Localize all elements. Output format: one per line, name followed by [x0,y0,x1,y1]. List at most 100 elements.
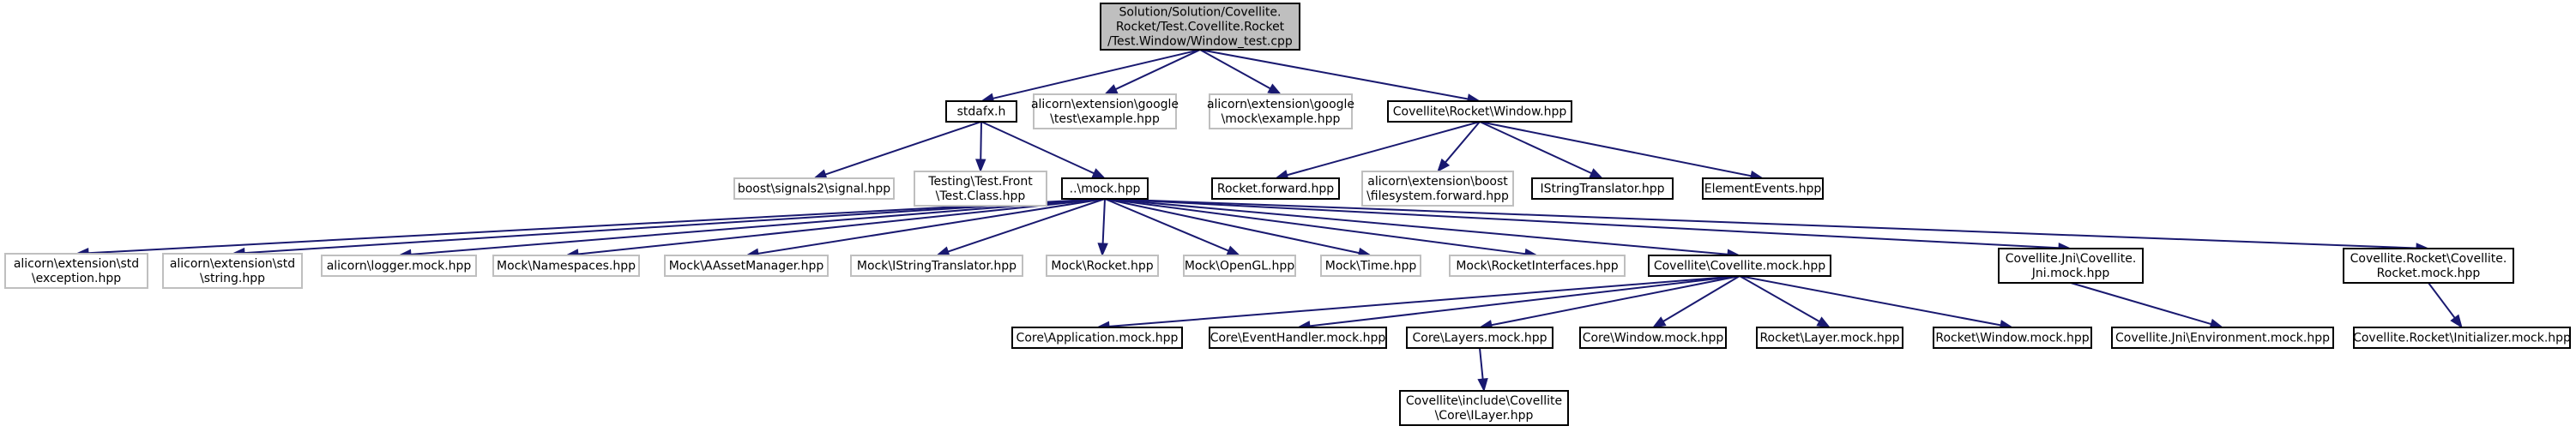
edge-rocket-mock-to-rocket-initializer-mock [2428,282,2463,329]
arrowhead [975,159,986,173]
edge-rocket-window-to-element-events [1479,121,1765,182]
node-core-layers-mock[interactable]: Core\Layers.mock.hpp [1406,327,1553,349]
node-box [1998,248,2144,284]
node-box [1209,327,1387,349]
node-rocket-forward[interactable]: Rocket.forward.hpp [1211,177,1340,200]
node-box [1933,327,2092,349]
node-boost-signal[interactable]: boost\signals2\signal.hpp [733,177,895,200]
node-box [850,255,1023,277]
node-std-string[interactable]: alicorn\extension\std\string.hpp [162,253,303,289]
edge-mock-to-covellite-mock [1104,198,1741,260]
node-root[interactable]: Solution/Solution/Covellite.Rocket/Test.… [1100,3,1300,51]
node-box [733,177,895,200]
node-label: Core\Window.mock.hpp [1583,332,1724,345]
node-rocket-mock[interactable]: Covellite.Rocket\Covellite.Rocket.mock.h… [2343,248,2514,284]
node-core-application-mock[interactable]: Core\Application.mock.hpp [1011,327,1183,349]
node-box [2353,327,2571,349]
node-logger-mock[interactable]: alicorn\logger.mock.hpp [321,255,477,277]
node-google-test-example[interactable]: alicorn\extension\google\test\example.hp… [1031,93,1179,129]
edge-line [410,198,1106,255]
node-box [2111,327,2334,349]
node-label: \test\example.hpp [1050,112,1160,126]
edge-line [1104,198,1526,255]
edge-line [1662,275,1740,322]
node-rocket-window[interactable]: Covellite\Rocket\Window.hpp [1387,100,1572,123]
node-label: Covellite\Rocket\Window.hpp [1393,105,1567,119]
node-label: Core\EventHandler.mock.hpp [1210,332,1386,345]
edge-mock-to-std-exception [75,198,1106,259]
edge-line [1104,198,2060,249]
arrowhead [1589,168,1604,179]
node-label: Mock\Rocket.hpp [1051,260,1153,273]
node-label: Core\Application.mock.hpp [1017,332,1179,345]
edge-line [947,198,1106,253]
arrowhead [1651,316,1667,328]
node-label: Rocket\Layer.mock.hpp [1759,332,1899,345]
node-label: \string.hpp [200,272,265,285]
node-label: \mock\example.hpp [1222,112,1341,126]
node-istring-translator[interactable]: IStringTranslator.hpp [1531,177,1674,200]
edge-line [1108,275,1740,327]
node-box [914,171,1047,207]
node-jni-environment-mock[interactable]: Covellite.Jni\Environment.mock.hpp [2111,327,2334,349]
node-rocket-window-mock[interactable]: Rocket\Window.mock.hpp [1933,327,2092,349]
edge-covellite-mock-to-rocket-layer-mock [1739,275,1831,328]
node-mock-time[interactable]: Mock\Time.hpp [1320,255,1421,277]
node-rocket-layer-mock[interactable]: Rocket\Layer.mock.hpp [1756,327,1903,349]
node-label: Rocket/Test.Covellite.Rocket [1116,21,1285,34]
edge-line [244,198,1106,255]
node-box [1531,177,1674,200]
node-testing-class[interactable]: Testing\Test.Front\Test.Class.hpp [914,171,1047,207]
node-ilayer[interactable]: Covellite\include\Covellite\Core\ILayer.… [1399,390,1569,426]
node-element-events[interactable]: ElementEvents.hpp [1702,177,1824,200]
node-label: alicorn\extension\std [14,257,139,271]
node-std-exception[interactable]: alicorn\extension\std\exception.hpp [4,253,148,289]
edge-covellite-mock-to-core-eventhandler-mock [1296,275,1740,332]
edge-mock-to-logger-mock [397,198,1106,261]
node-label: alicorn\extension\google [1207,98,1354,111]
node-label: boost\signals2\signal.hpp [738,183,890,196]
node-label: Covellite.Jni\Covellite. [2006,252,2137,266]
edge-line [1479,347,1484,380]
node-stdafx[interactable]: stdafx.h [945,100,1017,123]
node-box [1061,177,1149,200]
node-boost-fs-forward[interactable]: alicorn\extension\boost\filesystem.forwa… [1361,171,1514,207]
arrowhead [1097,243,1108,257]
edge-line [1491,275,1740,327]
node-box [1449,255,1626,277]
edge-line [2070,282,2211,326]
node-label: Mock\Namespaces.hpp [497,260,636,273]
edge-line [1479,121,1752,177]
edge-mock-to-jni-mock [1104,198,2072,254]
node-box [664,255,829,277]
edge-line [87,198,1106,255]
node-core-eventhandler-mock[interactable]: Core\EventHandler.mock.hpp [1209,327,1387,349]
edge-line [1104,198,1360,255]
node-label: Covellite\include\Covellite [1406,394,1562,408]
node-covellite-mock[interactable]: Covellite\Covellite.mock.hpp [1648,255,1831,277]
node-mock-opengl[interactable]: Mock\OpenGL.hpp [1183,255,1296,277]
edge-line [577,198,1106,255]
edge-covellite-mock-to-rocket-window-mock [1739,275,2014,331]
node-box [1387,100,1572,123]
edge-covellite-mock-to-core-application-mock [1095,275,1740,333]
node-label: Rocket.mock.hpp [2377,267,2481,280]
node-box [1361,171,1514,207]
node-mock[interactable]: ..\mock.hpp [1061,177,1149,200]
node-google-mock-example[interactable]: alicorn\extension\google\mock\example.hp… [1207,93,1354,129]
node-mock-rocket[interactable]: Mock\Rocket.hpp [1046,255,1159,277]
edge-line [1479,121,1592,175]
node-rocket-initializer-mock[interactable]: Covellite.Rocket\Initializer.mock.hpp [2353,327,2571,349]
edge-line [980,121,982,160]
node-label: ElementEvents.hpp [1704,183,1822,196]
node-mock-asset-manager[interactable]: Mock\AAssetManager.hpp [664,255,829,277]
node-core-window-mock[interactable]: Core\Window.mock.hpp [1579,327,1727,349]
node-jni-mock[interactable]: Covellite.Jni\Covellite.Jni.mock.hpp [1998,248,2144,284]
edge-rocket-window-to-istring-translator [1479,121,1604,179]
node-mock-istring-translator[interactable]: Mock\IStringTranslator.hpp [850,255,1023,277]
edge-mock-to-std-string [231,198,1106,259]
arrowhead [2450,314,2463,329]
node-label: IStringTranslator.hpp [1541,183,1665,196]
node-mock-rocket-interfaces[interactable]: Mock\RocketInterfaces.hpp [1449,255,1626,277]
node-mock-namespaces[interactable]: Mock\Namespaces.hpp [492,255,640,277]
